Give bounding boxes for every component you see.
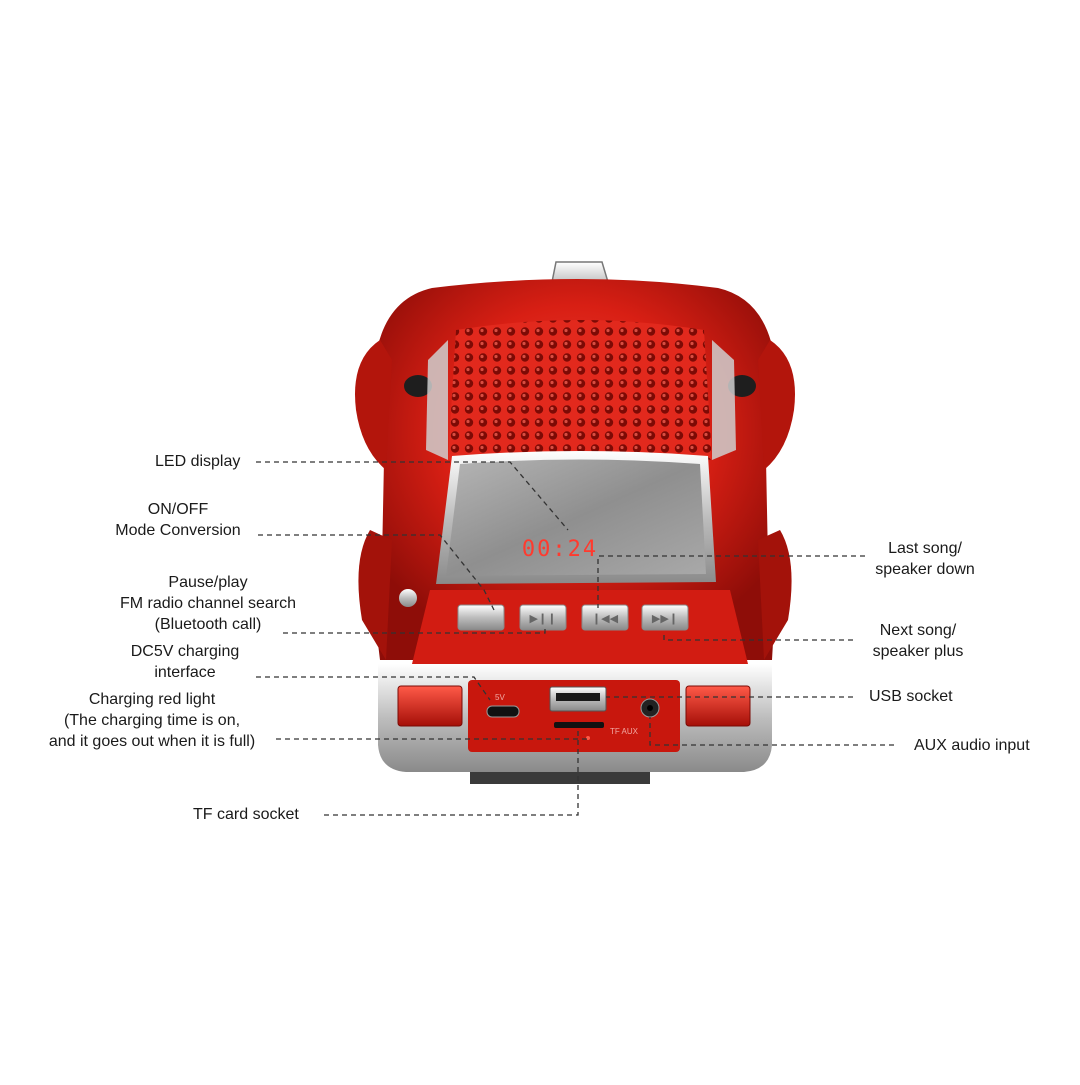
callout-last-song-line1: Last song/ bbox=[888, 540, 962, 557]
callout-usb-line1: USB socket bbox=[869, 688, 953, 705]
callout-on-off-line2: Mode Conversion bbox=[115, 522, 241, 539]
rear-panel: 5V TF AUX bbox=[378, 664, 772, 784]
leader-pause-play bbox=[283, 625, 546, 634]
callout-last-song: Last song/ speaker down bbox=[862, 538, 988, 580]
callout-dc5v-line2: interface bbox=[154, 664, 216, 681]
callout-pause-play-line2: FM radio channel search bbox=[119, 595, 297, 612]
callout-charging-light-line1: Charging red light bbox=[88, 691, 216, 708]
led-display-reading: 00:24 bbox=[522, 537, 598, 562]
callout-led-display: LED display bbox=[155, 451, 240, 472]
callout-pause-play-line3: (Bluetooth call) bbox=[154, 616, 262, 633]
play-pause-icon: ▶❙❙ bbox=[530, 613, 557, 625]
callout-dc5v: DC5V charging interface bbox=[110, 641, 260, 683]
callout-dc5v-line1: DC5V charging bbox=[130, 643, 240, 660]
callout-charging-light-line2: (The charging time is on, bbox=[63, 712, 241, 729]
callout-tf-card: TF card socket bbox=[193, 804, 299, 825]
leader-last-song bbox=[597, 555, 865, 608]
callout-tf-card-line1: TF card socket bbox=[193, 806, 299, 823]
callout-pause-play-line1: Pause/play bbox=[168, 574, 248, 591]
previous-button[interactable] bbox=[581, 604, 629, 631]
callout-led-display-line1: LED display bbox=[155, 453, 241, 470]
tf-card-slot bbox=[554, 722, 604, 728]
next-button[interactable] bbox=[641, 604, 689, 631]
car-body: 00:24 bbox=[355, 279, 795, 664]
previous-icon: ❙◀◀ bbox=[592, 613, 619, 625]
leader-next-song bbox=[663, 632, 853, 641]
usb-c-port bbox=[486, 705, 520, 718]
leader-led-display bbox=[256, 461, 569, 531]
callout-last-song-line2: speaker down bbox=[875, 561, 975, 578]
callout-next-song-line1: Next song/ bbox=[879, 622, 957, 639]
leader-tf-card bbox=[324, 730, 579, 816]
callout-on-off: ON/OFF Mode Conversion bbox=[100, 499, 256, 541]
mode-button[interactable] bbox=[457, 604, 505, 631]
callout-charging-light-line3: and it goes out when it is full) bbox=[48, 733, 256, 750]
port-print-right: TF AUX bbox=[610, 727, 639, 736]
next-icon: ▶▶❙ bbox=[652, 613, 678, 625]
leader-on-off bbox=[258, 534, 495, 611]
play-pause-button[interactable] bbox=[519, 604, 567, 631]
control-buttons: ▶❙❙ ❙◀◀ ▶▶❙ bbox=[457, 604, 689, 631]
callout-usb: USB socket bbox=[869, 686, 953, 707]
leader-dc5v bbox=[256, 676, 491, 701]
callout-pause-play: Pause/play FM radio channel search (Blue… bbox=[88, 572, 328, 635]
leader-lines bbox=[256, 461, 894, 816]
callout-charging-light: Charging red light (The charging time is… bbox=[30, 689, 274, 752]
callout-on-off-line1: ON/OFF bbox=[147, 501, 209, 518]
port-print-left: 5V bbox=[495, 693, 505, 702]
callout-aux: AUX audio input bbox=[914, 735, 1030, 756]
callout-next-song-line2: speaker plus bbox=[872, 643, 964, 660]
left-tail-light bbox=[397, 685, 463, 727]
leader-aux bbox=[649, 717, 894, 746]
callout-aux-line1: AUX audio input bbox=[914, 737, 1030, 754]
right-tail-light bbox=[685, 685, 751, 727]
callout-next-song: Next song/ speaker plus bbox=[858, 620, 978, 662]
